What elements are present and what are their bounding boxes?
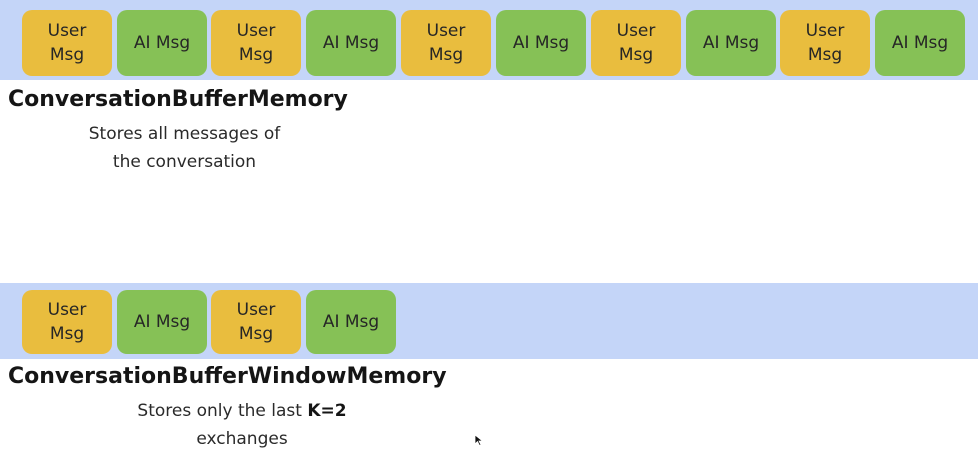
window-memory-strip: User Msg AI Msg User Msg AI Msg [0, 283, 978, 359]
buffer-memory-description: Stores all messages of the conversation [62, 120, 307, 176]
description-line: the conversation [112, 152, 257, 172]
user-msg-chip: User Msg [22, 10, 112, 76]
description-line: Stores all messages of [88, 124, 281, 144]
mouse-cursor-icon [474, 434, 484, 446]
buffer-memory-strip: User Msg AI Msg User Msg AI Msg User Msg… [0, 0, 978, 80]
description-line: exchanges [196, 429, 288, 449]
window-memory-title: ConversationBufferWindowMemory [8, 364, 447, 389]
ai-msg-chip: AI Msg [875, 10, 965, 76]
ai-msg-chip: AI Msg [117, 290, 207, 354]
user-msg-chip: User Msg [401, 10, 491, 76]
k-value: K=2 [307, 401, 347, 421]
description-prefix: Stores only the last [137, 401, 308, 421]
user-msg-chip: User Msg [211, 290, 301, 354]
user-msg-chip: User Msg [591, 10, 681, 76]
user-msg-chip: User Msg [22, 290, 112, 354]
user-msg-chip: User Msg [211, 10, 301, 76]
ai-msg-chip: AI Msg [306, 290, 396, 354]
ai-msg-chip: AI Msg [306, 10, 396, 76]
user-msg-chip: User Msg [780, 10, 870, 76]
ai-msg-chip: AI Msg [117, 10, 207, 76]
buffer-memory-title: ConversationBufferMemory [8, 87, 348, 112]
window-memory-description: Stores only the last K=2 exchanges [112, 397, 372, 453]
ai-msg-chip: AI Msg [686, 10, 776, 76]
description-line: Stores only the last K=2 [112, 397, 372, 425]
ai-msg-chip: AI Msg [496, 10, 586, 76]
